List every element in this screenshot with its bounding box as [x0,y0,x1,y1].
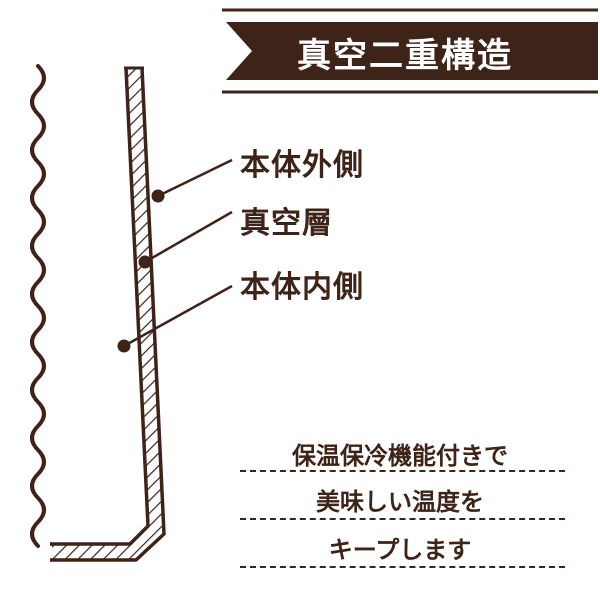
pointer-dot-inner [117,339,131,353]
label-vacuum-layer: 真空層 [240,206,333,241]
title-banner [222,8,598,94]
vacuum-layer-hatch [52,68,164,560]
inner-wall-line [50,67,150,546]
note-line-3: キープします [328,536,472,564]
wavy-inner-edge [30,64,46,548]
dashed-rule-2 [240,518,565,520]
note-line-1: 保温保冷機能付きで [292,442,508,470]
dashed-rule-1 [240,470,565,472]
pointer-dot-outer [151,189,165,203]
leader-inner [117,284,233,353]
label-inner-wall: 本体内側 [240,270,364,305]
dashed-rule-3 [240,566,565,568]
leader-outer [151,158,233,203]
pointer-dot-vacuum [138,255,152,269]
leader-vacuum [138,210,233,269]
diagram-title: 真空二重構造 [297,35,513,76]
outer-wall-line [50,67,166,562]
label-outer-wall: 本体外側 [240,148,364,183]
note-line-2: 美味しい温度を [316,488,484,516]
